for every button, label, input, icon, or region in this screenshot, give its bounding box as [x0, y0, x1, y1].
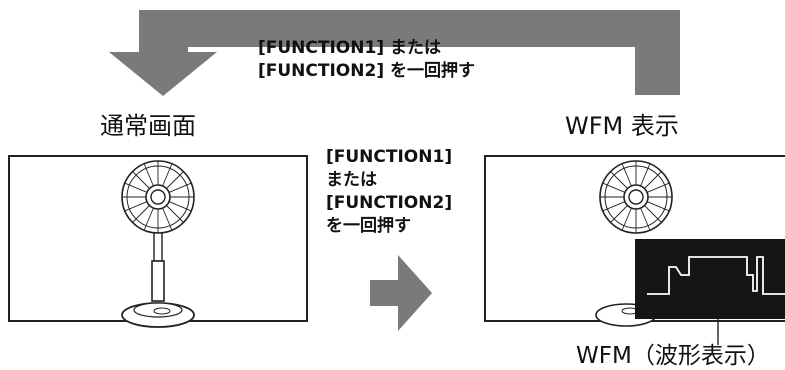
middle-arrow-label-3: [FUNCTION2] [326, 193, 453, 213]
middle-arrow-label-4: を一回押す [326, 216, 411, 236]
fan-image [121, 160, 195, 328]
top-arrow-label-line2: [FUNCTION2] を一回押す [258, 61, 476, 81]
wfm-display-title: WFM 表示 [565, 112, 679, 140]
normal-screen-title: 通常画面 [100, 112, 196, 140]
waveform-caption: WFM（波形表示） [576, 343, 770, 369]
normal-screen-frame [8, 155, 308, 328]
waveform-icon [647, 256, 785, 295]
middle-arrow-label-2: または [326, 170, 377, 190]
waveform-display [635, 239, 785, 319]
top-arrow-label-line1: [FUNCTION1] または [258, 38, 442, 58]
middle-arrow-label-1: [FUNCTION1] [326, 147, 453, 167]
